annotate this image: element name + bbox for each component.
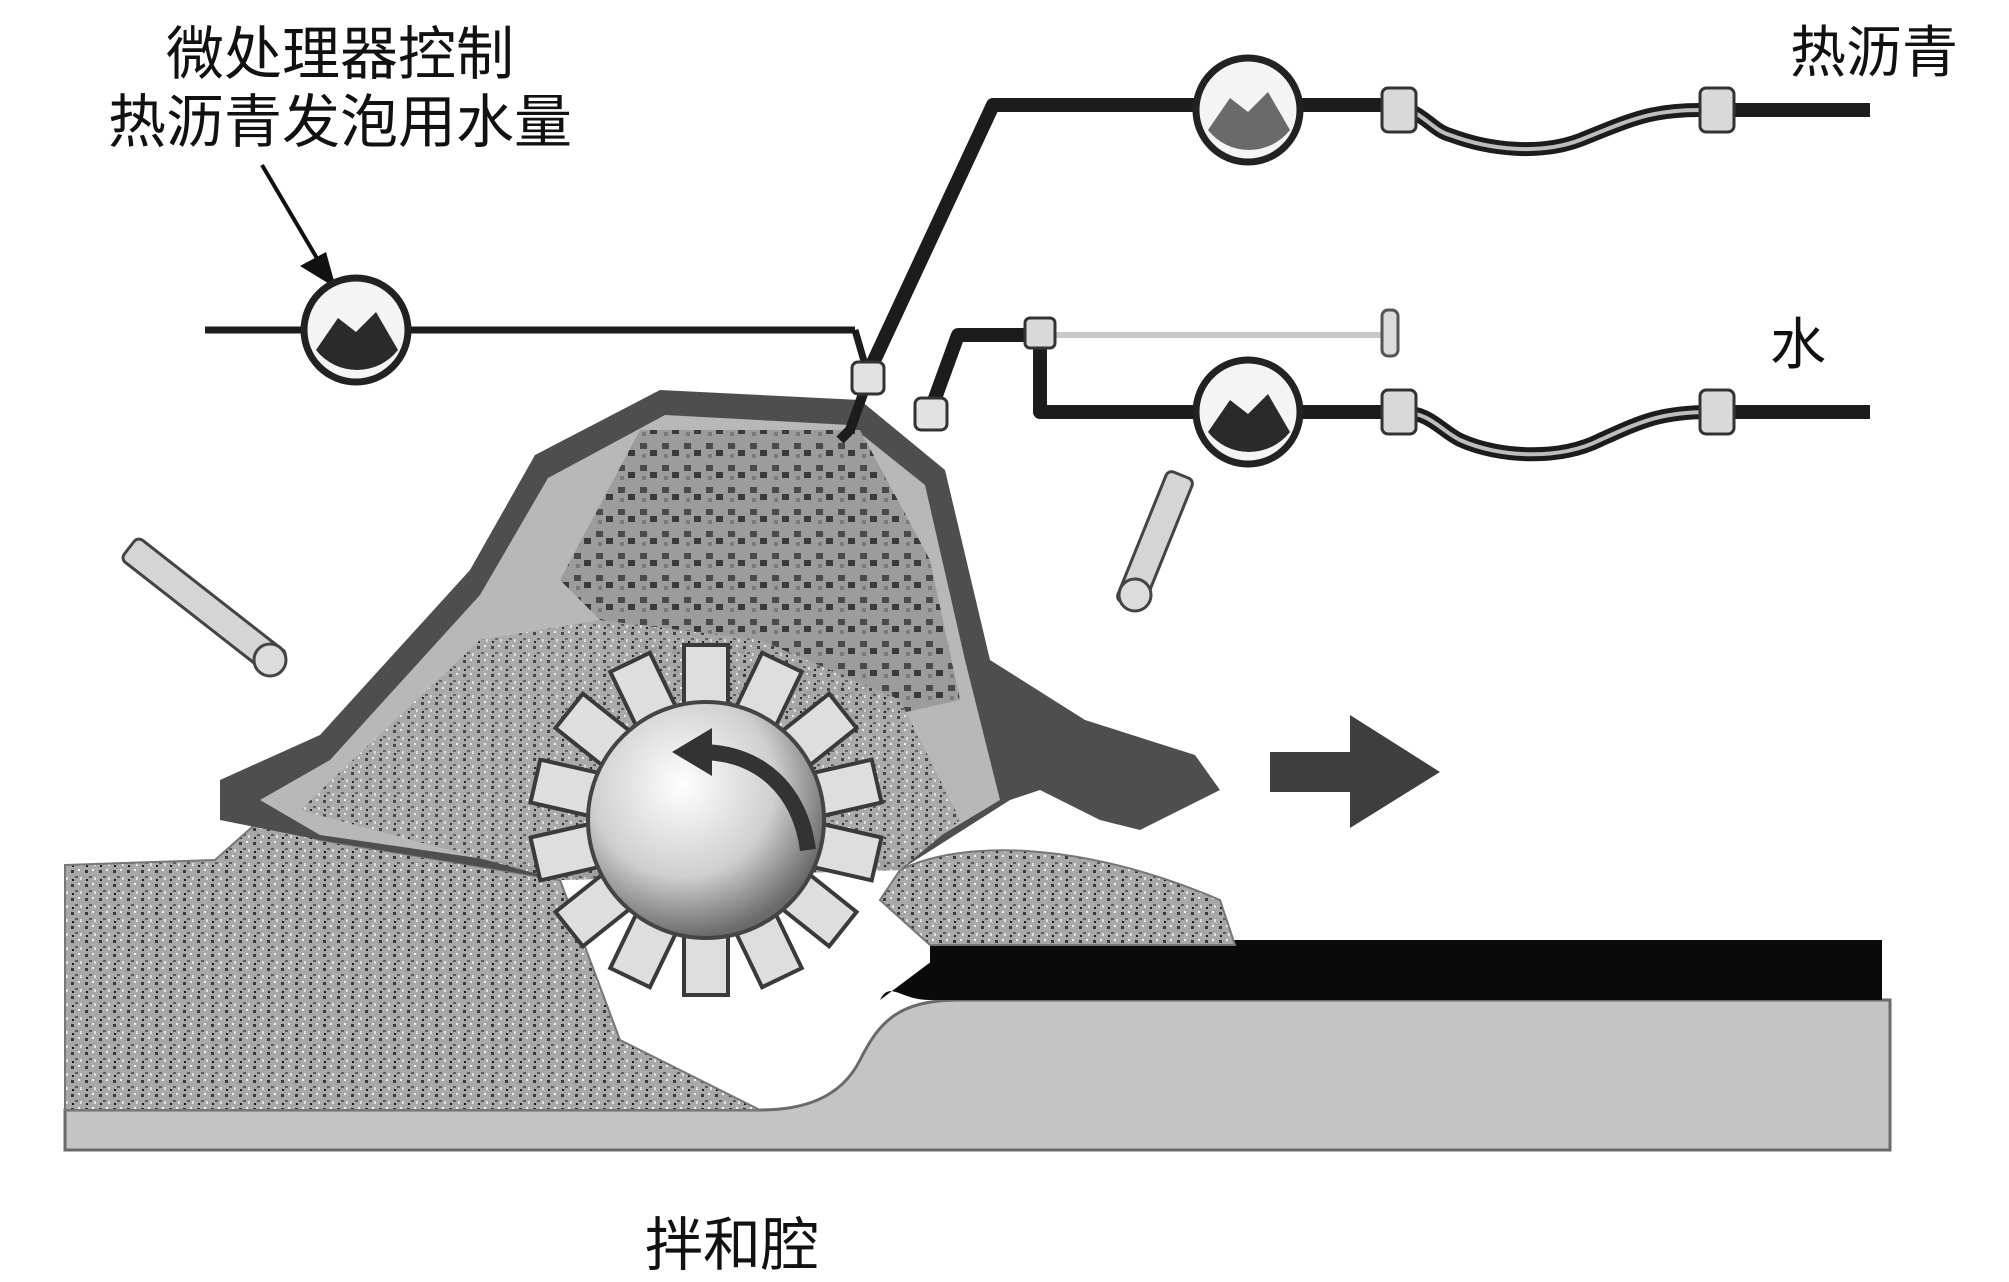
rotor-tooth: [682, 643, 730, 709]
pipe-coupling-icon: [850, 360, 886, 396]
arrow-right-icon: [1270, 715, 1440, 828]
micro-control-line1: 微处理器控制: [165, 20, 514, 88]
right-nozzle: [1116, 470, 1194, 613]
gauge-icon: [1192, 356, 1304, 468]
rotation-arrow: [699, 744, 816, 852]
hot-asphalt-label: 热沥青: [1790, 21, 1958, 86]
left-lever: [121, 537, 288, 678]
pipe-coupling-icon: [1380, 86, 1418, 134]
road-base: [63, 998, 1892, 1152]
pipe-coupling-icon: [1380, 388, 1418, 436]
micro-arrowhead: [300, 252, 336, 288]
water-label: 水: [1770, 313, 1826, 378]
asphalt-layer: [930, 940, 1882, 1000]
micro-control-label: 微处理器控制 热沥青发泡用水量: [60, 20, 620, 156]
water-bypass-end: [1380, 308, 1400, 358]
micro-control-line2: 热沥青发泡用水量: [107, 88, 572, 156]
gauge-icon: [300, 274, 412, 386]
water-pipe-highlight: [1399, 410, 1711, 457]
rotor-tooth: [682, 931, 730, 997]
gauge-icon: [1192, 54, 1304, 166]
mixing-chamber-label: 拌和腔: [645, 1211, 820, 1279]
pipe-coupling-icon: [913, 396, 949, 432]
mixed-material: [878, 849, 1237, 946]
pipe-coupling-icon: [1023, 316, 1057, 350]
hot-asphalt-pipe-highlight: [1384, 103, 1701, 152]
pipe-coupling-icon: [1698, 86, 1736, 134]
asphalt-layer-ramp: [880, 940, 960, 1000]
pipe-coupling-icon: [1698, 388, 1736, 436]
rotation-arrowhead: [672, 728, 712, 776]
hot-asphalt-injector: [836, 378, 873, 444]
micro-arrow-shaft: [260, 163, 320, 262]
rotor-drum: [586, 700, 826, 940]
